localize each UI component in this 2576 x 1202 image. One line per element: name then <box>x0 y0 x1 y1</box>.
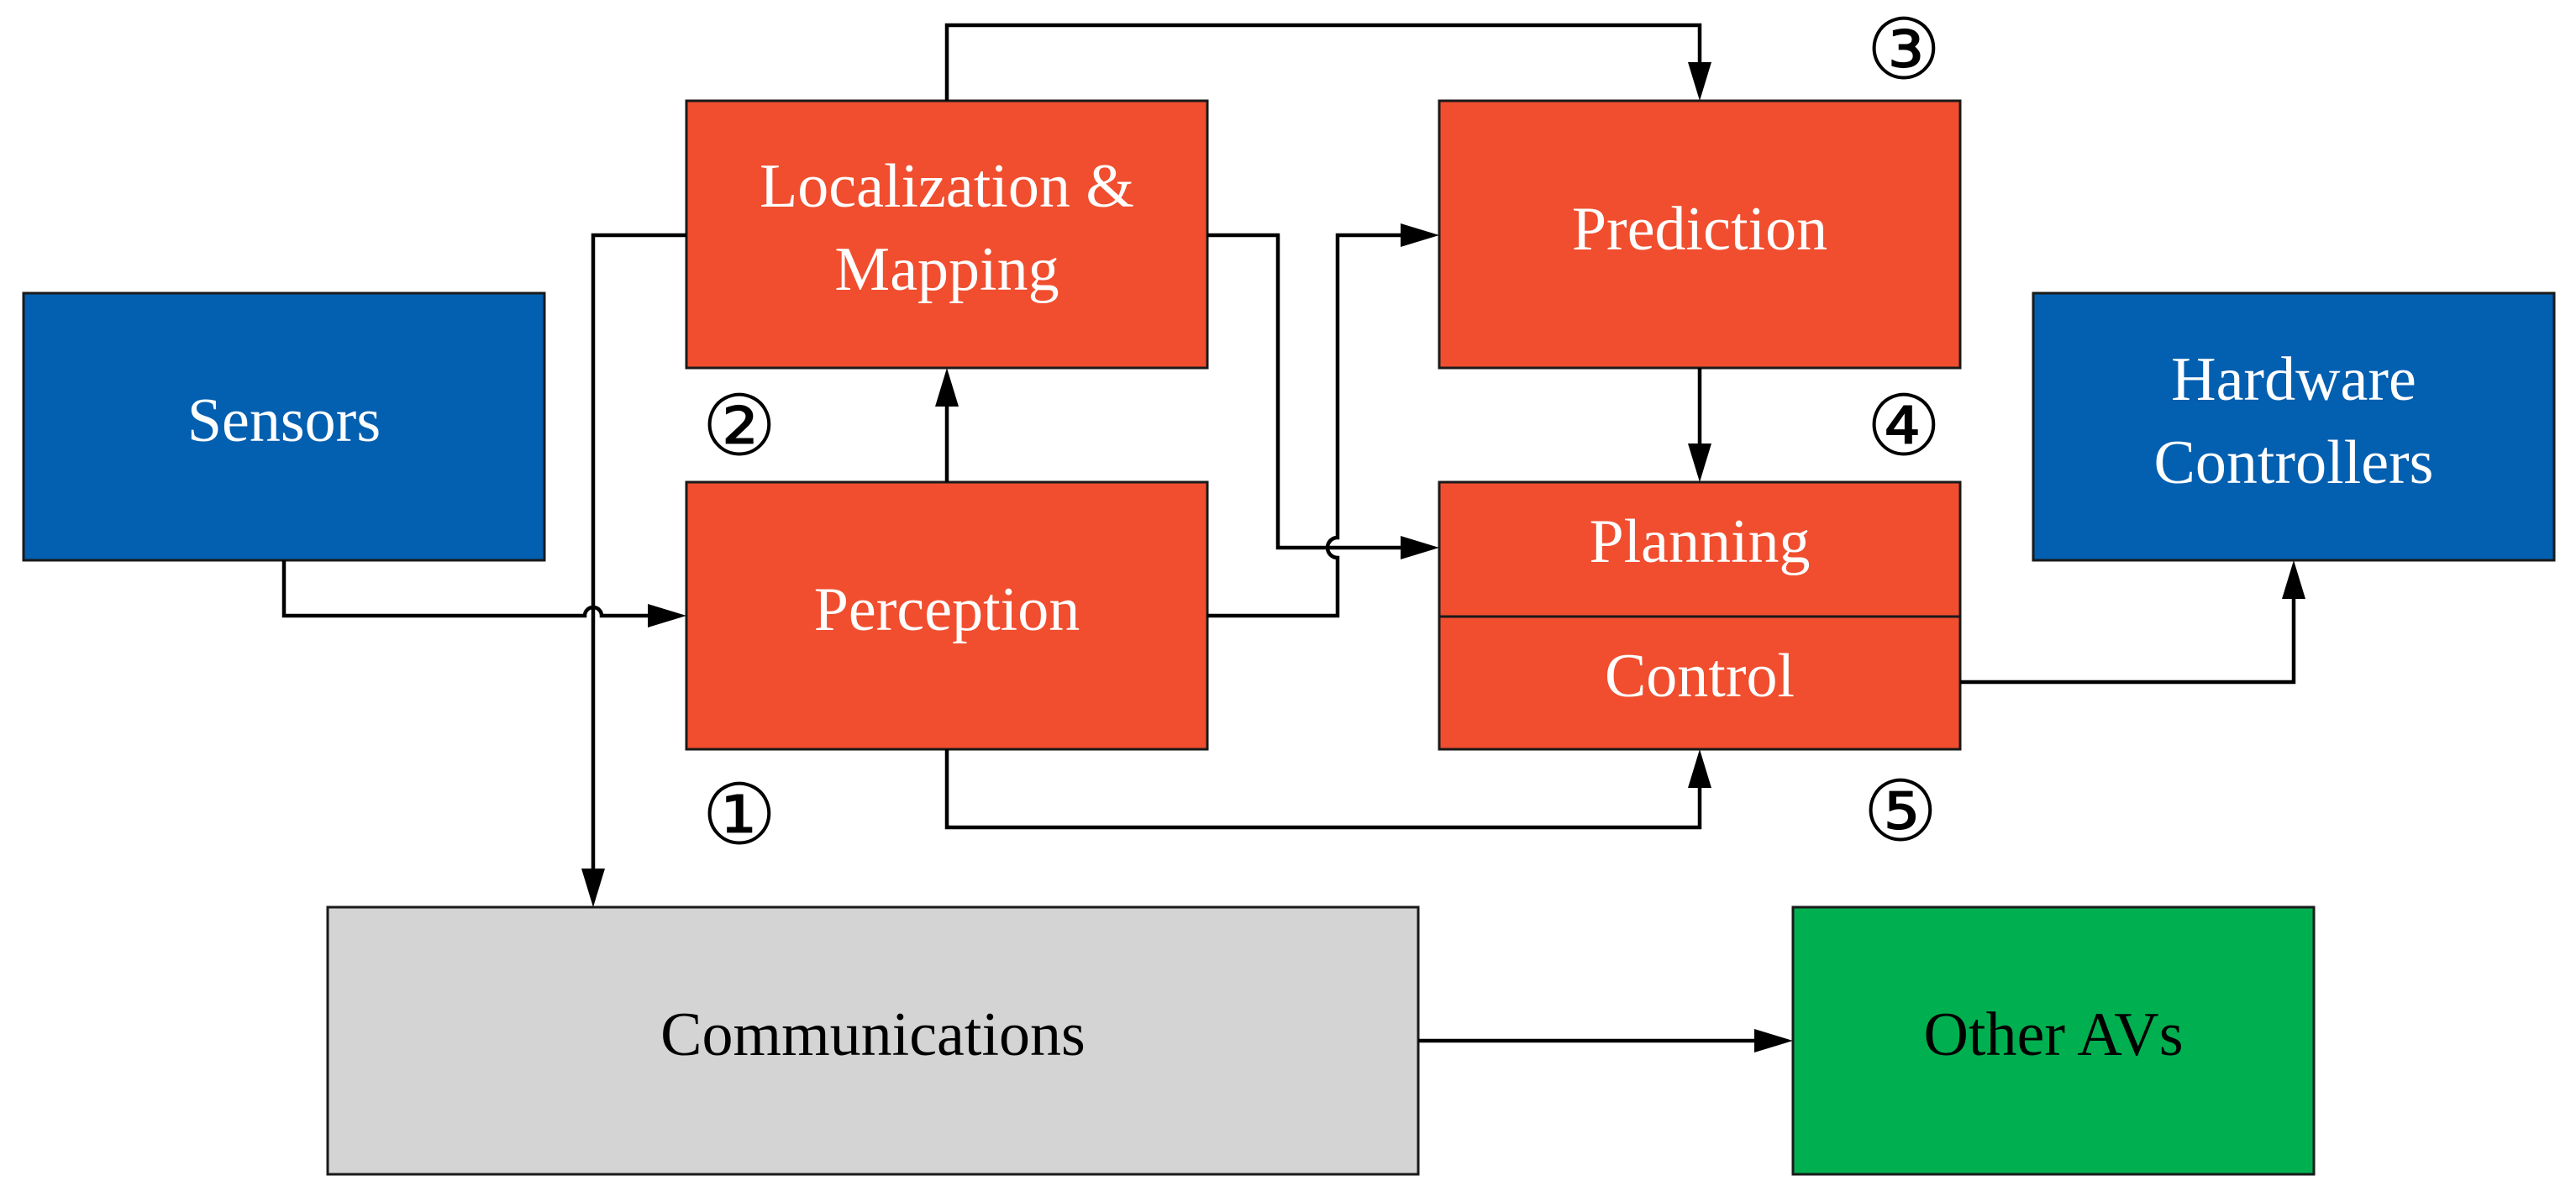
step-marker-5: ⑤ <box>1863 763 1938 861</box>
communications-node: Communications <box>326 905 1420 1176</box>
step-marker-1: ① <box>702 766 777 864</box>
arrowhead-perception-left <box>648 604 686 627</box>
control-label: Control <box>1605 642 1795 711</box>
edge-localization-prediction <box>944 23 1702 101</box>
connectors <box>281 23 2305 1052</box>
edge-control-hardware <box>1960 596 2296 685</box>
step-marker-2: ② <box>702 377 777 475</box>
sensors-node: Sensors <box>22 291 546 562</box>
arrowhead-planning-top <box>1688 444 1711 482</box>
step-marker-3: ③ <box>1866 1 1942 99</box>
localization-label-line1: Localization & <box>760 152 1134 221</box>
arrowhead-other-avs-left <box>1754 1029 1793 1052</box>
arrowhead-prediction-top <box>1688 62 1711 101</box>
edge-perception-control <box>944 749 1702 830</box>
arrowhead-hardware-bottom <box>2282 560 2305 599</box>
edge-perception-prediction <box>1207 233 1404 618</box>
arrowhead-communications-top <box>581 869 605 907</box>
hardware-controllers-node: Hardware Controllers <box>2032 291 2556 562</box>
prediction-node: Prediction <box>1438 99 1962 370</box>
edge-localization-communications <box>591 233 686 872</box>
planning-label: Planning <box>1589 507 1810 576</box>
edge-localization-planning <box>1207 233 1404 550</box>
hardware-label-line1: Hardware <box>2171 345 2416 414</box>
step-markers: ① ② ③ ④ ⑤ <box>702 1 1942 864</box>
control-node: Control <box>1438 615 1962 751</box>
other-avs-node: Other AVs <box>1791 905 2316 1176</box>
prediction-label: Prediction <box>1572 195 1827 264</box>
perception-node: Perception <box>685 480 1209 751</box>
perception-label: Perception <box>814 575 1080 644</box>
step-marker-4: ④ <box>1866 377 1942 475</box>
other-avs-label: Other AVs <box>1923 1000 2183 1069</box>
planning-node: Planning <box>1438 480 1962 618</box>
arrowhead-localization-bottom <box>935 368 959 407</box>
localization-label-line2: Mapping <box>834 235 1059 304</box>
sensors-label: Sensors <box>187 386 381 455</box>
arrowhead-prediction-left <box>1401 223 1439 247</box>
localization-mapping-node: Localization & Mapping <box>685 99 1209 370</box>
communications-label: Communications <box>660 1000 1086 1069</box>
hardware-label-line2: Controllers <box>2154 428 2434 497</box>
edge-sensors-perception <box>281 560 651 618</box>
arrowhead-planning-left <box>1401 536 1439 559</box>
arrowhead-control-bottom <box>1688 749 1711 788</box>
